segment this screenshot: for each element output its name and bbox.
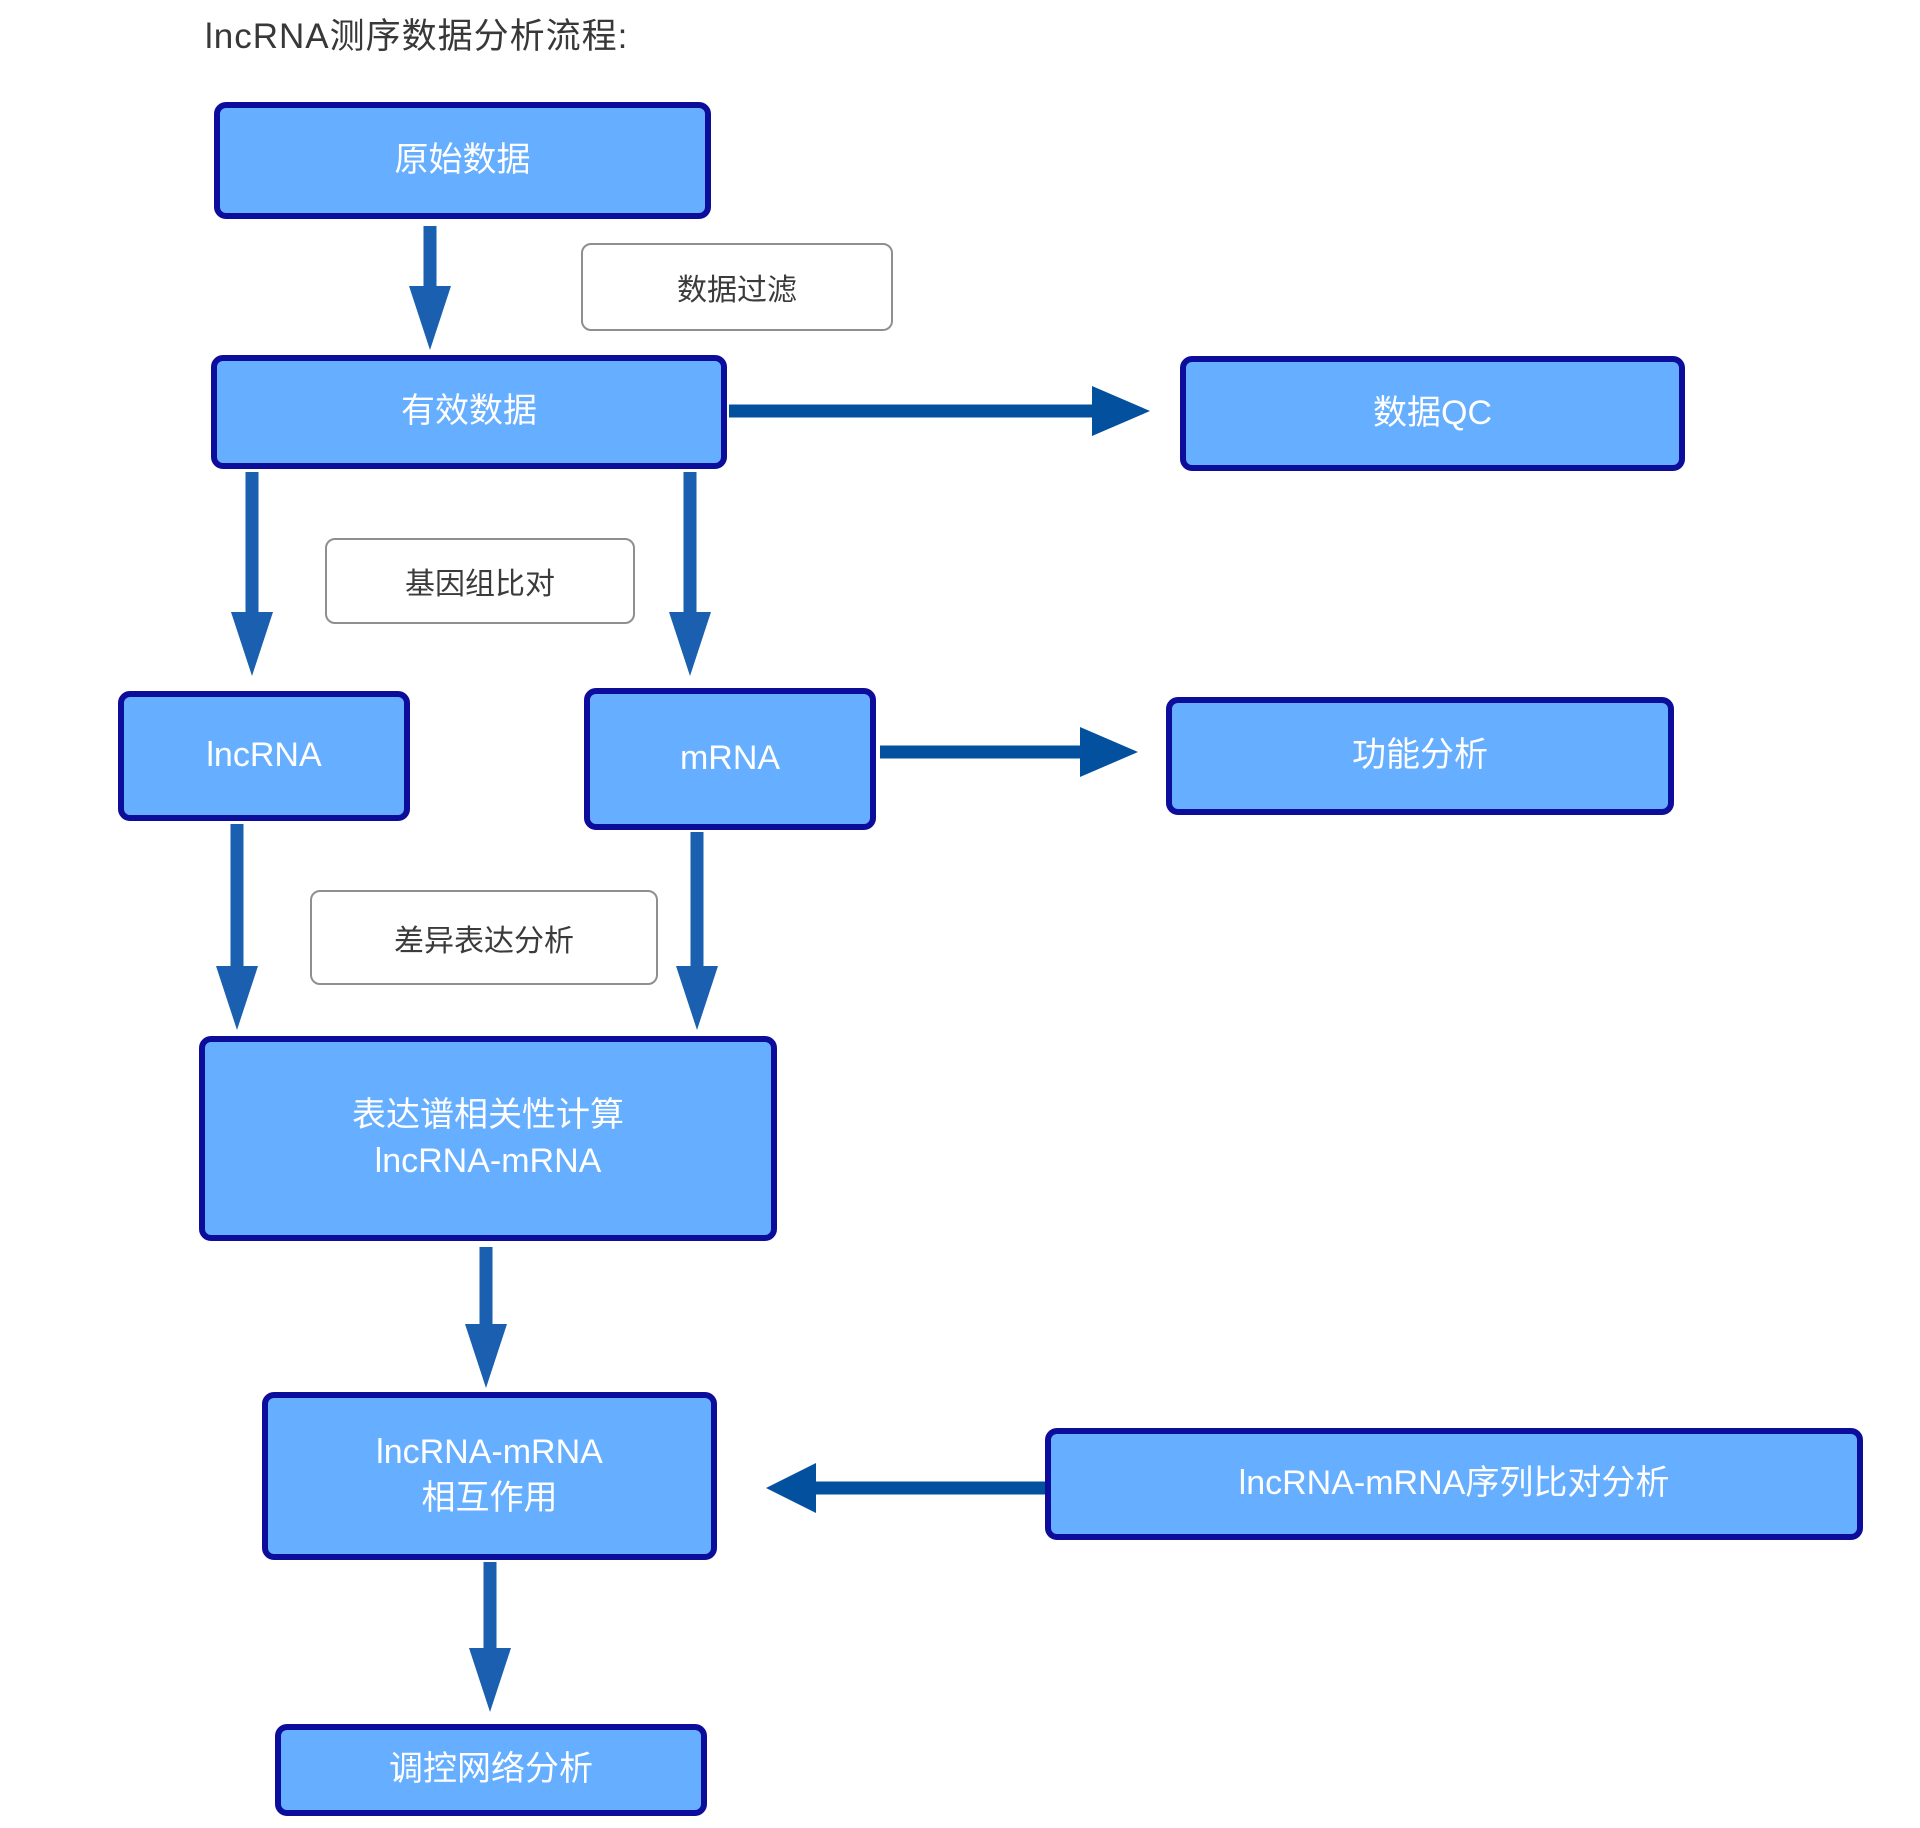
edge-label-data-filter: 数据过滤 xyxy=(581,243,893,331)
node-function-analysis: 功能分析 xyxy=(1166,697,1674,815)
node-function-analysis-label: 功能分析 xyxy=(1352,736,1488,775)
edge-label-genome-alignment: 基因组比对 xyxy=(325,538,635,624)
node-expression-correlation-line2: lncRNA-mRNA xyxy=(374,1141,602,1180)
node-regulatory-network-analysis: 调控网络分析 xyxy=(275,1724,707,1816)
node-lncrna-mrna-interaction-line1: lncRNA-mRNA xyxy=(376,1433,603,1472)
node-mrna-label: mRNA xyxy=(679,739,781,778)
edge-label-diff-expression-text: 差异表达分析 xyxy=(394,924,574,958)
arrow-lncrna-to-corr xyxy=(216,824,258,1030)
node-valid-data-label: 有效数据 xyxy=(401,392,537,431)
arrow-mrna-to-func xyxy=(880,727,1138,777)
node-lncrna-mrna-interaction: lncRNA-mRNA 相互作用 xyxy=(262,1392,717,1560)
arrow-valid-to-lncrna xyxy=(231,472,273,676)
node-data-qc-label: 数据QC xyxy=(1373,393,1492,432)
node-data-qc: 数据QC xyxy=(1180,356,1685,471)
page-title: lncRNA测序数据分析流程: xyxy=(205,17,629,56)
node-sequence-alignment-analysis-label: lncRNA-mRNA序列比对分析 xyxy=(1238,1464,1670,1503)
arrow-mrna-to-corr xyxy=(676,832,718,1030)
arrow-seq-to-inter xyxy=(766,1463,1046,1513)
node-expression-correlation: 表达谱相关性计算 lncRNA-mRNA xyxy=(199,1036,777,1241)
node-raw-data: 原始数据 xyxy=(214,102,711,219)
node-lncrna-mrna-interaction-line2: 相互作用 xyxy=(421,1479,558,1517)
arrow-raw-to-valid xyxy=(409,226,451,350)
edge-label-genome-alignment-text: 基因组比对 xyxy=(405,568,555,601)
edge-label-diff-expression: 差异表达分析 xyxy=(310,890,658,985)
edge-label-data-filter-text: 数据过滤 xyxy=(677,274,797,307)
node-raw-data-label: 原始数据 xyxy=(394,140,531,179)
node-valid-data: 有效数据 xyxy=(211,355,727,469)
node-expression-correlation-line1: 表达谱相关性计算 xyxy=(352,1095,624,1134)
node-lncrna: lncRNA xyxy=(118,691,410,821)
node-mrna: mRNA xyxy=(584,688,876,830)
arrow-corr-to-inter xyxy=(465,1247,507,1388)
node-regulatory-network-analysis-label: 调控网络分析 xyxy=(389,1750,593,1789)
node-lncrna-label: lncRNA xyxy=(206,736,322,775)
arrow-inter-to-net xyxy=(469,1562,511,1712)
node-sequence-alignment-analysis: lncRNA-mRNA序列比对分析 xyxy=(1045,1428,1863,1540)
arrow-valid-to-mrna xyxy=(669,472,711,676)
arrow-valid-to-qc xyxy=(729,386,1150,436)
